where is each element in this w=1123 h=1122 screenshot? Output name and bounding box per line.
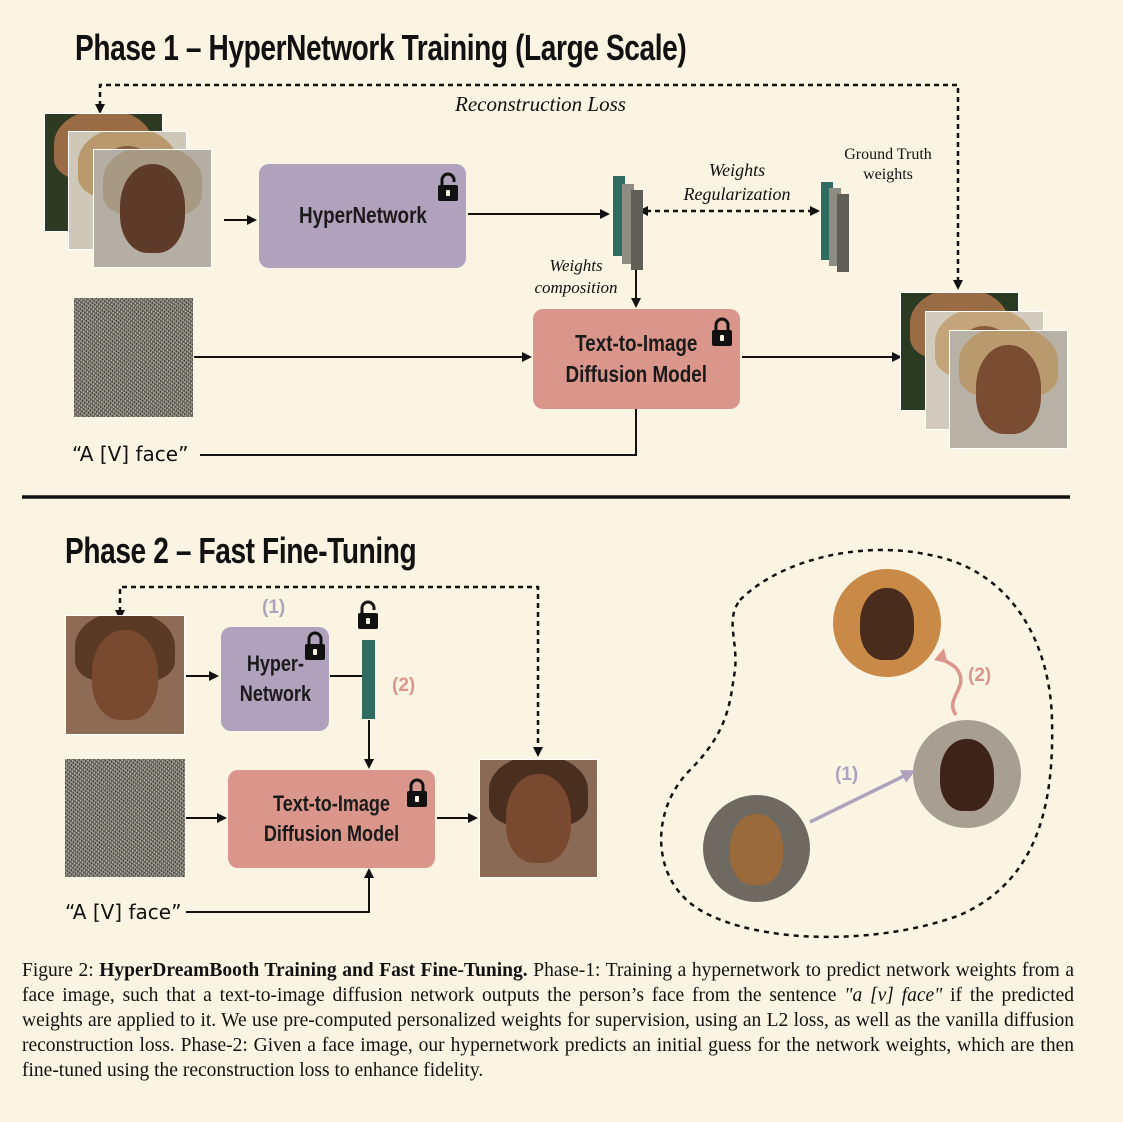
phase2-reconstruction-loop	[115, 585, 543, 757]
prompt-line-phase1	[200, 409, 637, 456]
step1-label: (1)	[262, 597, 286, 618]
weight-space-blob	[660, 548, 1054, 939]
space-arrow-2	[933, 648, 963, 717]
weights-composition-label: Weights composition	[534, 256, 618, 297]
reconstruction-loss-label: Reconstruction Loss	[455, 92, 626, 116]
unlocked-padlock-icon	[358, 600, 378, 629]
weight-bar-3	[631, 190, 643, 270]
step2-label: (2)	[392, 675, 416, 696]
figure-caption: Figure 2: HyperDreamBooth Training and F…	[22, 958, 1074, 1083]
diffusion-model-box-p2: Text-to-Image Diffusion Model	[228, 770, 435, 868]
hypernetwork-label: HyperNetwork	[298, 202, 427, 229]
hypernetwork-label-p2: Hyper- Network	[239, 651, 311, 706]
phase2-input-face	[65, 615, 185, 735]
unlocked-padlock-icon	[438, 172, 458, 201]
gt-weight-bar-3	[837, 194, 849, 272]
predicted-face-circle	[913, 720, 1021, 828]
space-arrow-1	[809, 770, 916, 824]
hypernetwork-box: HyperNetwork	[259, 164, 466, 268]
reconstruction-loss-loop	[95, 83, 963, 290]
locked-padlock-icon	[407, 778, 427, 807]
locked-padlock-icon	[305, 631, 325, 660]
diffusion-model-box: Text-to-Image Diffusion Model	[533, 309, 740, 409]
noise-image-phase1	[74, 298, 193, 417]
input-photo-3	[93, 149, 212, 268]
space-step1-label: (1)	[835, 764, 859, 785]
diffusion-model-label: Text-to-Image Diffusion Model	[565, 329, 708, 387]
caption-figure-label: Figure 2:	[22, 960, 94, 981]
ground-truth-label: Ground Truth weights	[844, 146, 932, 183]
prompt-phase1: “A [V] face”	[72, 442, 189, 466]
diffusion-model-label-p2: Text-to-Image Diffusion Model	[263, 791, 400, 846]
noise-image-phase2	[65, 759, 185, 877]
weights-regularization-label: Weights Regularization	[683, 160, 791, 204]
locked-padlock-icon	[712, 317, 732, 346]
personalized-face-circle	[833, 569, 941, 677]
caption-text-a: Phase-1: Training a hypernetwork to pred…	[22, 960, 1075, 1006]
phase2-title: Phase 2 – Fast Fine-Tuning	[65, 530, 417, 571]
caption-text-b: if the predicted weights are applied to …	[22, 985, 1075, 1081]
finetuned-weight-bar	[362, 640, 375, 719]
caption-bold-title: HyperDreamBooth Training and Fast Fine-T…	[99, 960, 528, 981]
prompt-phase2: “A [V] face”	[65, 900, 182, 924]
phase2-output-face	[479, 759, 598, 878]
caption-italic-prompt: "a [v] face"	[844, 985, 943, 1006]
phase1-title: Phase 1 – HyperNetwork Training (Large S…	[75, 27, 687, 68]
prompt-line-phase2	[186, 868, 374, 913]
space-step2-label: (2)	[968, 665, 992, 686]
initial-face-circle	[703, 795, 810, 902]
output-photo-3	[949, 330, 1068, 449]
